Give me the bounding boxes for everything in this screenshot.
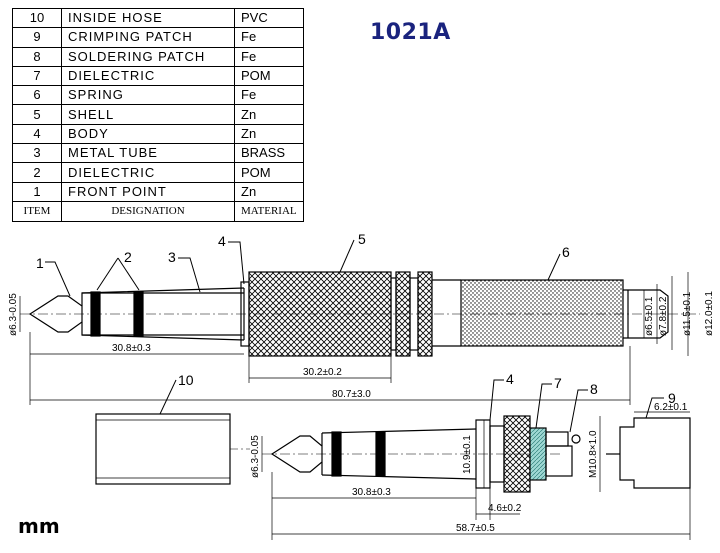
- top-plug-view: [20, 271, 700, 357]
- units-label: mm: [18, 514, 60, 538]
- callout-4-bottom: 4: [506, 371, 514, 387]
- dim-bot-thread: M10.8×1.0: [588, 430, 599, 478]
- bottom-dimension-lines: [261, 411, 691, 540]
- cell-designation: SOLDERING PATCH: [61, 46, 235, 67]
- dim-bot-crimp: 6.2±0.1: [654, 402, 688, 413]
- callout-7: 7: [554, 375, 562, 391]
- callout-6: 6: [562, 244, 570, 260]
- knurled-shell-ring-1: [395, 271, 411, 357]
- dim-top-shell-len: 30.2±0.2: [303, 367, 342, 378]
- callout-9: 9: [668, 390, 676, 406]
- callout-5: 5: [358, 231, 366, 247]
- callout-1: 1: [36, 255, 44, 271]
- dim-top-d115: ø11.5±0.1: [682, 291, 693, 336]
- header-item: ITEM: [12, 200, 62, 222]
- callout-8: 8: [590, 381, 598, 397]
- cell-designation: BODY: [61, 123, 235, 145]
- crimping-patch: [619, 417, 691, 489]
- callout-2: 2: [124, 249, 132, 265]
- dim-bot-body-len: 4.6±0.2: [488, 503, 522, 514]
- dielectric-insert: [529, 427, 547, 481]
- dielectric-ring-2: [133, 291, 144, 337]
- callout-10: 10: [178, 372, 194, 388]
- cell-material: Zn: [234, 104, 304, 125]
- dim-top-overall: 80.7±3.0: [332, 389, 371, 400]
- header-designation: DESIGNATION: [61, 200, 235, 222]
- spring: [460, 279, 624, 347]
- dim-top-d78: ø7.8±0.2: [658, 296, 669, 336]
- cell-material: POM: [234, 162, 304, 183]
- thread-section: [503, 415, 531, 493]
- cell-material: BRASS: [234, 143, 304, 164]
- cell-designation: DIELECTRIC: [61, 65, 235, 87]
- cell-designation: DIELECTRIC: [61, 162, 235, 183]
- cell-material: Zn: [234, 181, 304, 202]
- inside-hose-view: [95, 379, 250, 485]
- cell-material: Fe: [234, 46, 304, 67]
- bottom-plug-view: [262, 415, 691, 493]
- top-dimension-lines: [19, 272, 689, 405]
- model-number: 1021A: [370, 20, 451, 45]
- bottom-callout-leaders: [489, 379, 664, 433]
- cell-designation: METAL TUBE: [61, 143, 235, 164]
- dim-top-tip-dia: ø6.3-0.05: [8, 293, 19, 336]
- knurled-shell-ring-2: [417, 271, 433, 357]
- dim-bot-tip-dia: ø6.3-0.05: [250, 435, 261, 478]
- dielectric-ring-1: [90, 291, 101, 337]
- top-callout-leaders: [45, 239, 561, 297]
- dim-top-tip-len: 30.8±0.3: [112, 343, 151, 354]
- knurled-shell-main: [248, 271, 392, 357]
- callout-4-top: 4: [218, 233, 226, 249]
- dim-bot-body-dia: 10.9±0.1: [462, 435, 473, 474]
- cell-designation: FRONT POINT: [61, 181, 235, 202]
- callout-3: 3: [168, 249, 176, 265]
- dim-top-d120: ø12.0±0.1: [704, 291, 715, 336]
- header-material: MATERIAL: [234, 200, 304, 222]
- dim-bot-tip-len: 30.8±0.3: [352, 487, 391, 498]
- soldering-patch: [545, 431, 569, 447]
- dim-bot-overall: 58.7±0.5: [456, 523, 495, 534]
- cell-material: Fe: [234, 85, 304, 106]
- dim-top-d65: ø6.5±0.1: [644, 296, 655, 336]
